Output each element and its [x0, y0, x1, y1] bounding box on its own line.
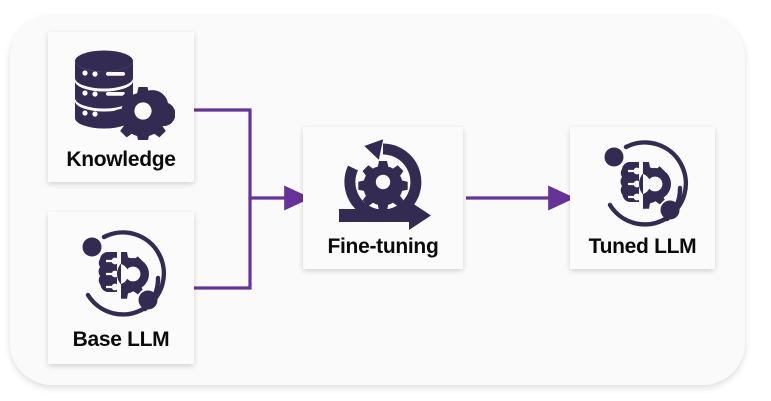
node-card-knowledge[interactable]: Knowledge	[48, 32, 194, 182]
iteration-loop-gear-arrow-icon	[303, 135, 463, 235]
node-card-fine-tuning[interactable]: Fine-tuning	[303, 127, 463, 269]
node-label-knowledge: Knowledge	[66, 148, 176, 171]
node-label-fine-tuning: Fine-tuning	[327, 235, 439, 258]
node-label-base-llm: Base LLM	[72, 328, 170, 351]
node-card-tuned-llm[interactable]: Tuned LLM	[570, 127, 715, 269]
database-gear-icon	[48, 40, 194, 148]
node-label-tuned-llm: Tuned LLM	[588, 235, 697, 258]
node-card-base-llm[interactable]: Base LLM	[48, 212, 194, 364]
brain-gear-orbit-icon	[570, 135, 715, 235]
brain-gear-orbit-icon	[48, 222, 194, 328]
